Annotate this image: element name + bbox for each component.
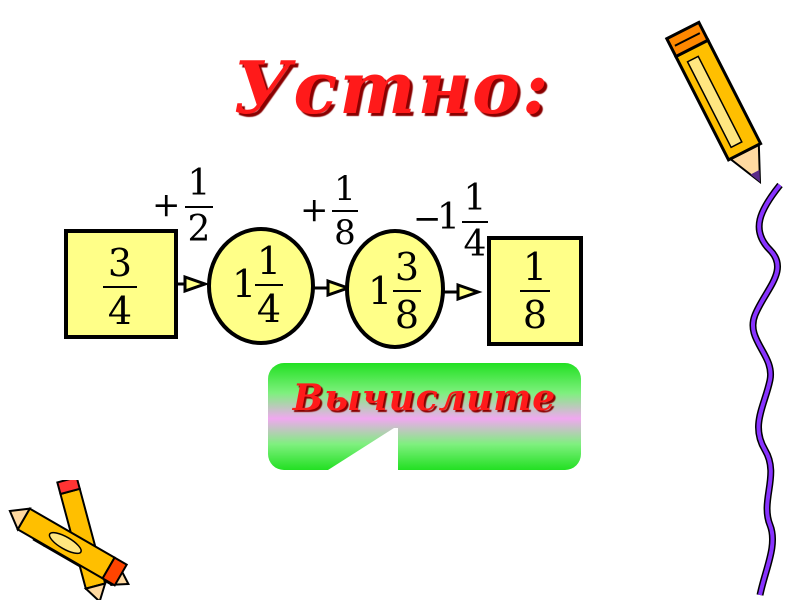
decorative-squiggle bbox=[749, 182, 783, 596]
operator-3-whole: 1 bbox=[437, 197, 460, 238]
operator-3-denominator: 4 bbox=[463, 224, 487, 265]
result-2-fraction: 3 8 bbox=[391, 241, 423, 341]
result-1-numerator: 1 bbox=[256, 239, 282, 283]
operator-1-fraction: 1 2 bbox=[184, 160, 214, 254]
operator-2-denominator: 8 bbox=[334, 213, 356, 253]
result-1-denominator: 4 bbox=[256, 287, 282, 331]
fraction-bar bbox=[393, 290, 421, 292]
slide-title: Устно: bbox=[233, 45, 551, 130]
fraction-bar bbox=[103, 286, 137, 288]
result-2-whole: 1 bbox=[368, 269, 393, 313]
operator-2-fraction: 1 8 bbox=[330, 165, 360, 257]
arrow-1 bbox=[177, 274, 210, 294]
operator-1-denominator: 2 bbox=[187, 209, 211, 250]
result-1-circle bbox=[207, 227, 315, 345]
fraction-bar bbox=[185, 206, 213, 208]
operator-1-numerator: 1 bbox=[187, 163, 211, 204]
operator-3-sign: − bbox=[413, 199, 442, 239]
operator-3-numerator: 1 bbox=[463, 178, 487, 219]
result-2-numerator: 3 bbox=[394, 245, 420, 289]
pencils-icon bbox=[8, 480, 130, 600]
start-numerator: 3 bbox=[107, 241, 133, 285]
result-2-circle bbox=[345, 229, 445, 349]
operator-3-fraction: 1 4 bbox=[460, 174, 490, 270]
operator-2-numerator: 1 bbox=[334, 169, 356, 209]
start-box bbox=[64, 229, 178, 339]
result-3-fraction: 1 8 bbox=[515, 244, 555, 338]
operator-1-sign: + bbox=[152, 185, 181, 225]
fraction-bar bbox=[520, 290, 550, 292]
calculate-button[interactable]: Вычислите bbox=[268, 363, 581, 470]
start-fraction: 3 4 bbox=[100, 241, 140, 333]
start-denominator: 4 bbox=[107, 289, 133, 333]
fraction-bar bbox=[462, 221, 488, 223]
result-1-fraction: 1 4 bbox=[254, 235, 284, 335]
fraction-bar bbox=[332, 210, 358, 212]
arrow-2 bbox=[313, 278, 353, 298]
result-2-denominator: 8 bbox=[394, 293, 420, 337]
result-3-numerator: 1 bbox=[522, 245, 548, 289]
callout-notch bbox=[328, 428, 398, 470]
operator-2-sign: + bbox=[300, 190, 329, 230]
fraction-bar bbox=[255, 284, 283, 286]
calculate-button-label: Вычислите bbox=[292, 377, 557, 419]
arrow-3 bbox=[443, 282, 483, 302]
result-1-whole: 1 bbox=[232, 262, 257, 306]
result-3-denominator: 8 bbox=[522, 293, 548, 337]
pencil-icon bbox=[664, 20, 763, 185]
